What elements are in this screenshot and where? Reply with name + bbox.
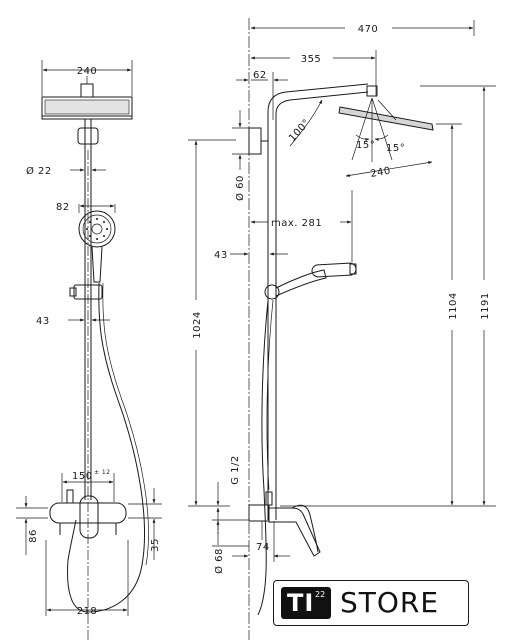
dim-hand-shower-width: 82 [56, 202, 70, 213]
dim-max-reach: max. 281 [271, 218, 322, 229]
front-slider-holder [69, 284, 103, 300]
logo-name: STORE [340, 586, 440, 619]
dim-mixer-spacing: 150 [72, 471, 93, 482]
dim-holder-offset-front: 43 [36, 316, 50, 327]
dim-wall-offset: 62 [253, 70, 267, 81]
dim-tilt-left: 15° [356, 140, 375, 151]
front-mixer [49, 489, 127, 539]
dim-mixer-height-left: 86 [28, 529, 39, 543]
dim-outlet-diameter: Ø 68 [213, 548, 225, 574]
side-hose [257, 299, 269, 616]
dim-total-reach: 470 [358, 24, 379, 35]
front-view: 240 Ø 22 82 [16, 60, 162, 640]
dim-height-holder: 1024 [192, 311, 203, 338]
side-slider [264, 284, 280, 300]
side-shower-arm [267, 83, 369, 520]
front-overhead-shower [41, 76, 133, 120]
logo-mark-text: TI [287, 589, 315, 617]
front-hand-shower [78, 210, 116, 283]
side-hand-shower [275, 262, 357, 297]
dim-height-total: 1191 [480, 292, 491, 319]
logo-mark: TI 22 [281, 587, 331, 619]
front-hose [67, 282, 146, 613]
dim-base-width: 218 [77, 606, 98, 617]
dim-height-head: 1104 [448, 292, 459, 319]
dim-tilt-right: 15° [386, 143, 405, 154]
logo-superscript: 22 [315, 590, 326, 599]
side-overhead-shower [338, 85, 434, 162]
dim-arm-reach: 355 [301, 54, 322, 65]
front-riser-pipe [77, 119, 99, 500]
dim-mixer-tolerance: ± 12 [94, 469, 111, 476]
side-view: 470 355 62 Ø 60 100° [188, 18, 496, 640]
store-logo: TI 22 STORE [273, 580, 469, 626]
dim-head-width-front: 240 [77, 66, 98, 77]
side-mixer [248, 491, 321, 557]
dim-bracket-diameter: Ø 60 [234, 175, 246, 201]
dim-thread: G 1/2 [230, 455, 241, 485]
dim-arm-angle: 100° [287, 117, 313, 144]
dim-mixer-height-right: 35 [150, 538, 161, 552]
dim-pipe-diameter: Ø 22 [26, 165, 52, 177]
dim-holder-offset-side: 43 [214, 250, 228, 261]
dim-mixer-depth: 74 [256, 542, 270, 553]
dim-head-width-side: 240 [370, 166, 392, 180]
side-wall-bracket [248, 127, 268, 155]
